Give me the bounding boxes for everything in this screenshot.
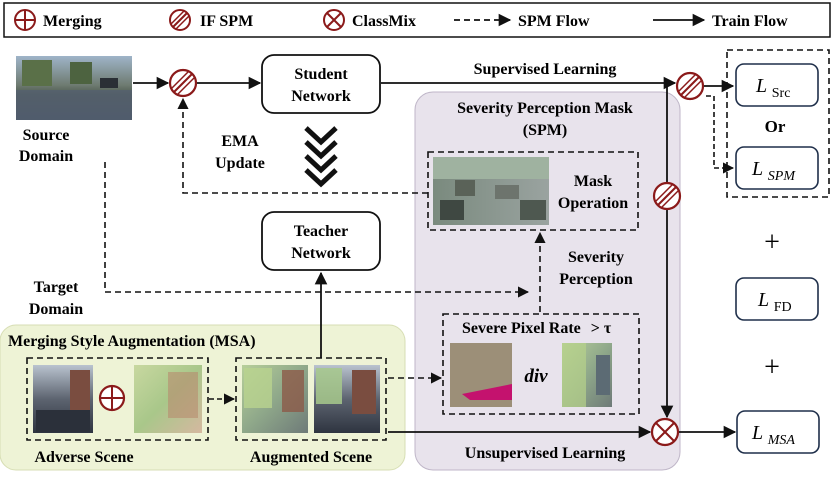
severity-map-image bbox=[450, 343, 512, 407]
augmented-scene-image-2 bbox=[314, 365, 380, 433]
loss-msa-sub: MSA bbox=[767, 433, 796, 448]
severe-pixel-rate-frame bbox=[442, 313, 640, 415]
msa-title: Merging Style Augmentation (MSA) bbox=[8, 333, 256, 350]
student-network-line1: Student bbox=[294, 66, 348, 83]
if-spm-icon bbox=[169, 9, 191, 31]
adverse-scene-image bbox=[33, 365, 93, 433]
ema-update-line1: EMA bbox=[221, 133, 259, 150]
arrow-mask-to-ifspm bbox=[177, 97, 428, 194]
merging-icon bbox=[14, 9, 36, 31]
mask-operation-line2: Operation bbox=[558, 195, 628, 212]
legend-train-flow: Train Flow bbox=[712, 13, 788, 30]
loss-msa-box bbox=[736, 410, 820, 454]
loss-plus-2: + bbox=[764, 352, 780, 383]
teacher-network-box bbox=[261, 211, 381, 271]
if-spm-operator-mid bbox=[652, 181, 682, 211]
loss-fd-sub: FD bbox=[774, 300, 792, 315]
severe-pixel-rate-label: Severe Pixel Rate > τ bbox=[462, 320, 612, 337]
legend-merging: Merging bbox=[43, 13, 102, 30]
style-image bbox=[134, 365, 202, 433]
arrow-ifspm-to-lspm bbox=[706, 95, 735, 174]
legend-spm-flow: SPM Flow bbox=[518, 13, 590, 30]
adverse-group-frame bbox=[26, 357, 209, 441]
legend-frame bbox=[3, 2, 831, 38]
teacher-network-line1: Teacher bbox=[294, 223, 349, 240]
severe-pixel-rate-text: Severe Pixel Rate bbox=[462, 320, 581, 337]
loss-plus-1: + bbox=[764, 227, 780, 258]
if-spm-operator-loss bbox=[675, 71, 705, 101]
adverse-scene-label: Adverse Scene bbox=[34, 449, 133, 466]
supervised-learning-label: Supervised Learning bbox=[474, 61, 617, 78]
severity-perception-line1: Severity bbox=[568, 249, 624, 266]
student-network-line2: Network bbox=[291, 88, 351, 105]
ema-update-line2: Update bbox=[215, 155, 265, 172]
target-domain-line1: Target bbox=[34, 279, 79, 296]
div-label: div bbox=[524, 366, 548, 387]
loss-or-label: Or bbox=[765, 117, 786, 136]
augmented-group-frame bbox=[235, 357, 387, 441]
loss-fd-symbol: L bbox=[757, 289, 769, 311]
ema-chevron-icon bbox=[304, 126, 338, 188]
loss-src-box bbox=[735, 63, 819, 107]
arrow-source-to-severity bbox=[104, 162, 530, 298]
severe-pixel-rate-op: > τ bbox=[591, 320, 612, 337]
loss-spm-box bbox=[735, 146, 819, 190]
augmented-scene-image-1 bbox=[242, 365, 308, 433]
loss-src-sub: Src bbox=[772, 86, 791, 101]
spm-title-line1: Severity Perception Mask bbox=[457, 100, 633, 117]
legend: Merging IF SPM ClassMix SPM Flow Train F… bbox=[3, 2, 831, 38]
source-domain-image bbox=[16, 56, 132, 120]
loss-spm-label: L SPM bbox=[751, 158, 796, 184]
merging-operator bbox=[98, 384, 126, 412]
target-domain-line2: Domain bbox=[29, 301, 83, 318]
mask-operation-line1: Mask bbox=[574, 173, 612, 190]
loss-msa-label: L MSA bbox=[751, 422, 795, 448]
source-domain-line1: Source bbox=[23, 127, 70, 144]
unsupervised-learning-label: Unsupervised Learning bbox=[465, 445, 625, 462]
loss-spm-sub: SPM bbox=[768, 169, 797, 184]
loss-spm-symbol: L bbox=[751, 158, 763, 180]
loss-fd-box bbox=[735, 277, 819, 321]
legend-if-spm: IF SPM bbox=[200, 13, 253, 30]
teacher-network-line2: Network bbox=[291, 245, 351, 262]
classmix-icon bbox=[323, 9, 345, 31]
augmented-thumb-image bbox=[562, 343, 612, 407]
spm-title-line2: (SPM) bbox=[523, 122, 567, 139]
severity-perception-line2: Perception bbox=[559, 271, 633, 288]
loss-fd-label: L FD bbox=[757, 289, 792, 315]
loss-choice-frame bbox=[726, 49, 830, 198]
loss-src-label: L Src bbox=[755, 75, 790, 101]
source-domain-line2: Domain bbox=[19, 148, 73, 165]
augmented-scene-label: Augmented Scene bbox=[250, 449, 372, 466]
loss-src-symbol: L bbox=[755, 75, 767, 97]
loss-msa-symbol: L bbox=[751, 422, 763, 444]
msa-panel bbox=[0, 324, 406, 471]
mask-operation-frame bbox=[427, 151, 639, 231]
if-spm-operator-input bbox=[168, 68, 198, 98]
legend-classmix: ClassMix bbox=[352, 13, 416, 30]
student-network-box bbox=[261, 54, 381, 114]
classmix-operator bbox=[650, 417, 680, 447]
masked-image bbox=[433, 157, 549, 225]
